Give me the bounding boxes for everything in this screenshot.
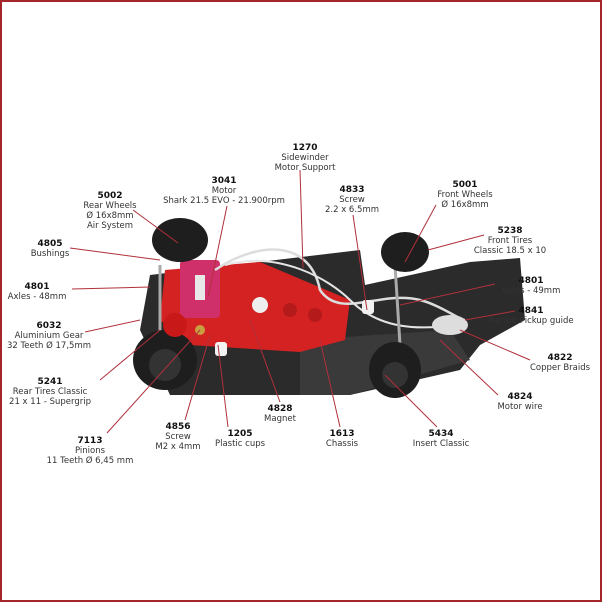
gear: [163, 313, 187, 337]
rear-wheel-top: [152, 218, 208, 262]
front-wheel-top: [381, 232, 429, 272]
pickup-guide: [432, 315, 468, 335]
leader-lines: [69, 169, 531, 434]
motor-wire: [214, 248, 466, 322]
